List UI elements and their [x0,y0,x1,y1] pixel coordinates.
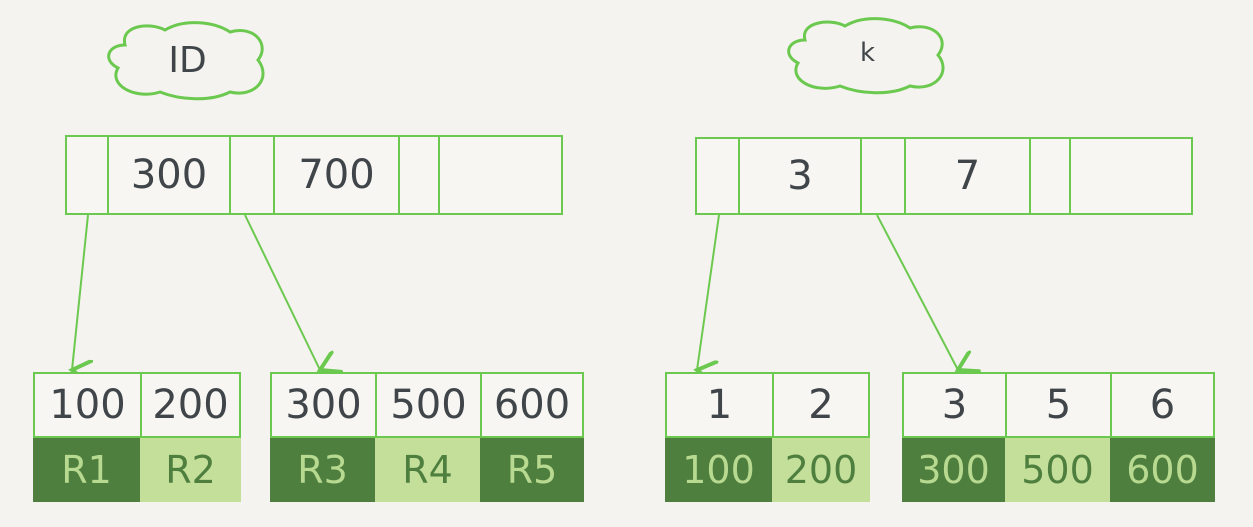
primary-key-value: 100 [665,438,772,502]
k-root-node: 3 7 [695,137,1193,215]
id-leaf-node: 300 500 600 R3 R4 R5 [270,372,584,502]
row-value: R3 [270,438,375,502]
root-key: 700 [275,137,400,213]
leaf-key: 5 [1007,374,1112,436]
pointer-slot [231,137,275,213]
primary-key-value: 200 [772,438,870,502]
primary-key-value: 600 [1110,438,1215,502]
pointer-slot [400,137,440,213]
root-key: 300 [109,137,231,213]
row-value: R2 [140,438,241,502]
leaf-key: 3 [904,374,1007,436]
empty-key [1071,139,1191,213]
cloud-k-icon [787,17,945,95]
pointer-slot [1031,139,1071,213]
pointer-arrow [244,214,320,370]
pointer-arrow [876,214,958,370]
root-key: 3 [740,139,862,213]
primary-key-value: 500 [1005,438,1110,502]
leaf-key: 600 [493,382,571,428]
cloud-id-icon [107,21,265,101]
leaf-key: 300 [272,374,377,436]
id-root-node: 300 700 [65,135,563,215]
row-value: R4 [375,438,480,502]
row-value: R1 [33,438,140,502]
k-leaf-node: 3 5 6 300 500 600 [902,372,1215,502]
leaf-key: 1 [667,374,774,436]
leaf-key: 500 [377,374,482,436]
leaf-key: 200 [152,382,229,428]
empty-key [440,137,561,213]
pointer-arrow [697,214,720,370]
id-leaf-node: 100 200 R1 R2 [33,372,241,502]
pointer-slot [697,139,740,213]
pointer-arrow [72,214,88,370]
primary-key-value: 300 [902,438,1005,502]
leaf-key: 2 [808,382,834,428]
root-key: 7 [906,139,1031,213]
leaf-key: 6 [1149,382,1176,428]
leaf-key: 100 [35,374,142,436]
pointer-slot [862,139,906,213]
k-leaf-node: 1 2 100 200 [665,372,870,502]
pointer-slot [67,137,109,213]
row-value: R5 [480,438,584,502]
tree-title-id: ID [168,40,207,81]
tree-title-k: k [859,38,876,68]
